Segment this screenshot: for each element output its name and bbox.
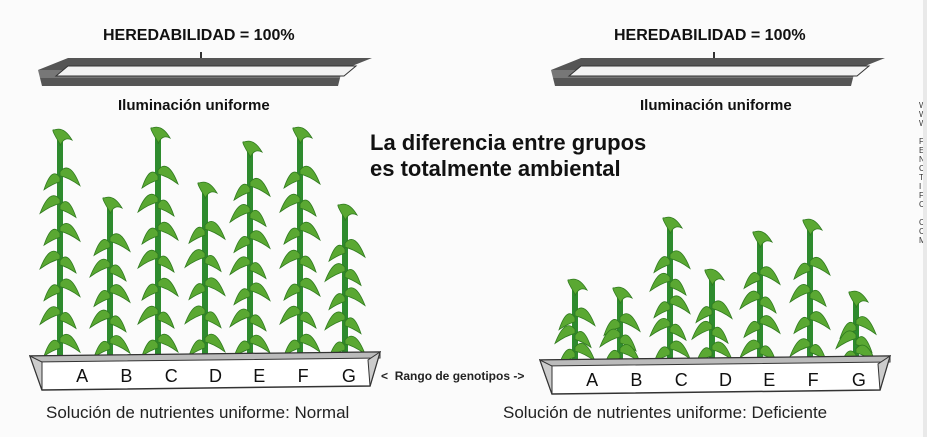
left-plant [39, 128, 81, 358]
genotype-label: B [630, 370, 642, 390]
left-plant [279, 126, 321, 358]
right-plant [691, 268, 733, 365]
right-lamp [551, 52, 885, 86]
right-tray: A B C D E F G [538, 354, 892, 395]
right-plant [599, 286, 641, 368]
left-plant [229, 140, 271, 358]
genotype-label: F [808, 370, 819, 390]
right-footer: Solución de nutrientes uniforme: Deficie… [503, 403, 828, 422]
left-heading: HEREDABILIDAD = 100% [103, 27, 295, 44]
genotype-label: A [76, 366, 88, 386]
left-lamp-label: Iluminación uniforme [118, 97, 270, 114]
right-plant [789, 218, 831, 362]
side-letter: T [919, 173, 924, 182]
right-heading: HEREDABILIDAD = 100% [614, 27, 806, 44]
right-plant [554, 278, 596, 367]
left-plant [184, 181, 226, 358]
side-letter: C [919, 227, 925, 236]
left-tray: A B C D E F G [28, 350, 382, 391]
side-letter: W [919, 110, 927, 119]
genotype-label: A [586, 370, 598, 390]
genotype-label: E [253, 366, 265, 386]
side-letter: I [919, 182, 922, 191]
genotype-label: G [852, 370, 866, 390]
genotype-label: D [719, 370, 732, 390]
side-letter: W [919, 119, 927, 128]
genotype-label: C [675, 370, 688, 390]
right-plant [739, 230, 781, 363]
left-plant [324, 203, 366, 359]
right-lamp-label: Iluminación uniforme [640, 97, 792, 114]
right-plant [649, 216, 691, 364]
left-plant [89, 196, 131, 359]
center-statement: La diferencia entre grupos es totalmente… [370, 130, 647, 181]
side-letter: C [919, 218, 925, 227]
genotype-label: C [165, 366, 178, 386]
side-letter: M [919, 236, 927, 245]
genotype-label: F [298, 366, 309, 386]
genotype-label: G [342, 366, 356, 386]
side-letter: F [919, 191, 924, 200]
left-footer: Solución de nutrientes uniforme: Normal [46, 403, 350, 422]
genotype-range-label: < Rango de genotipos -> [381, 369, 525, 383]
left-plant [137, 126, 179, 358]
frame-edge [923, 0, 927, 437]
genotype-label: D [209, 366, 222, 386]
left-lamp [38, 52, 372, 86]
side-letter: F [919, 137, 924, 146]
genotype-label: E [763, 370, 775, 390]
genotype-label: B [120, 366, 132, 386]
side-letter: N [919, 155, 925, 164]
side-letter: C [919, 200, 925, 209]
side-letter: E [919, 146, 925, 155]
genotype-range-text: Rango de genotipos [394, 369, 511, 383]
side-letter: C [919, 164, 925, 173]
side-letter: W [919, 101, 927, 110]
